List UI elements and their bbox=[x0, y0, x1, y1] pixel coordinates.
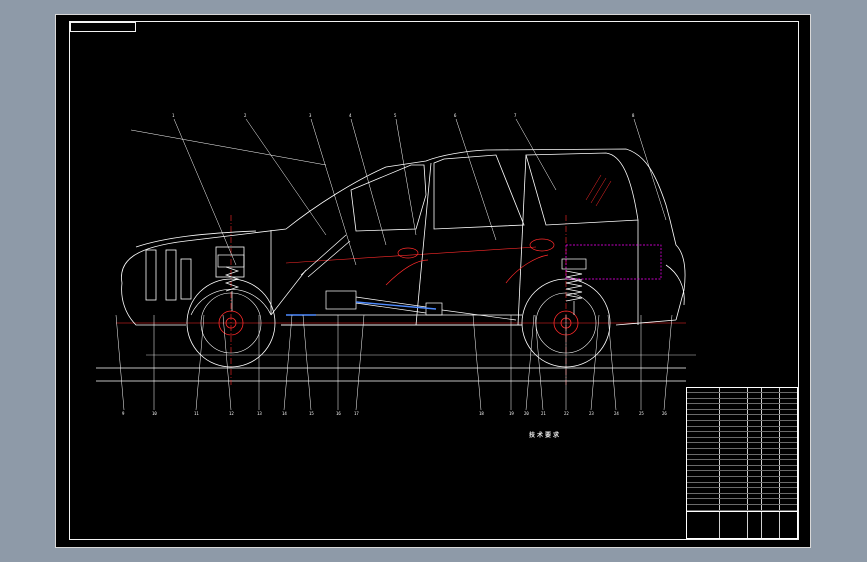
leader-lines bbox=[115, 118, 673, 411]
parts-table-row bbox=[687, 470, 797, 476]
parts-table-row bbox=[687, 504, 797, 510]
parts-table-row bbox=[687, 403, 797, 409]
parts-table-row bbox=[687, 476, 797, 482]
axle-centerline bbox=[116, 215, 686, 385]
parts-table-row bbox=[687, 392, 797, 398]
title-block bbox=[686, 511, 798, 540]
parts-table-row bbox=[687, 459, 797, 465]
leader-line bbox=[663, 314, 673, 411]
frame-rails bbox=[286, 301, 437, 316]
callout-number: 15 bbox=[309, 411, 314, 416]
callout-number: 18 bbox=[479, 411, 484, 416]
leader-line bbox=[607, 314, 617, 411]
callout-number: 16 bbox=[336, 411, 341, 416]
parts-table-row bbox=[687, 498, 797, 504]
parts-table-row bbox=[687, 408, 797, 415]
callout-number: 23 bbox=[589, 411, 594, 416]
leader-line bbox=[130, 129, 327, 166]
callout-number: 26 bbox=[662, 411, 667, 416]
leader-line bbox=[283, 314, 293, 411]
front-wheel bbox=[186, 278, 276, 368]
leader-line bbox=[245, 118, 327, 236]
parts-table-row bbox=[687, 436, 797, 443]
parts-list-table bbox=[686, 387, 798, 539]
callout-number: 14 bbox=[282, 411, 287, 416]
leader-line bbox=[350, 118, 387, 246]
callout-number: 19 bbox=[509, 411, 514, 416]
callout-number: 24 bbox=[614, 411, 619, 416]
leader-line bbox=[395, 118, 417, 236]
callout-number: 22 bbox=[564, 411, 569, 416]
callout-number: 6 bbox=[454, 113, 457, 118]
drivetrain bbox=[270, 234, 517, 321]
callout-number: 7 bbox=[514, 113, 517, 118]
leader-line bbox=[515, 118, 557, 191]
fuel-tank bbox=[565, 244, 662, 280]
leader-line bbox=[173, 118, 237, 266]
leader-line bbox=[115, 314, 125, 411]
seats bbox=[385, 238, 555, 286]
leader-line bbox=[525, 314, 535, 411]
reference-lines bbox=[96, 354, 696, 382]
leader-line bbox=[222, 314, 232, 411]
title-tab bbox=[70, 22, 136, 32]
callout-number: 17 bbox=[354, 411, 359, 416]
leader-line bbox=[355, 314, 365, 411]
front-suspension bbox=[217, 254, 245, 311]
callout-number: 3 bbox=[309, 113, 312, 118]
callout-number: 10 bbox=[152, 411, 157, 416]
vehicle-drawing: 1234567891011121314151617181920212223242… bbox=[96, 113, 696, 416]
callout-number: 12 bbox=[229, 411, 234, 416]
parts-table-row bbox=[687, 448, 797, 454]
parts-table-row bbox=[687, 464, 797, 471]
leader-line bbox=[302, 314, 312, 411]
leader-line bbox=[455, 118, 497, 241]
drawing-border bbox=[69, 21, 799, 540]
leader-line bbox=[590, 314, 600, 411]
parts-table-row bbox=[687, 487, 797, 493]
parts-table-row bbox=[687, 397, 797, 404]
callout-number: 13 bbox=[257, 411, 262, 416]
parts-table-row bbox=[687, 425, 797, 432]
leader-line bbox=[633, 118, 667, 221]
leader-line bbox=[534, 314, 544, 411]
callout-number: 4 bbox=[349, 113, 352, 118]
callout-number: 21 bbox=[541, 411, 546, 416]
car-body bbox=[121, 148, 686, 326]
callout-number: 20 bbox=[524, 411, 529, 416]
callout-number: 25 bbox=[639, 411, 644, 416]
parts-table-row bbox=[687, 414, 797, 420]
callout-number: 2 bbox=[244, 113, 247, 118]
leader-line bbox=[310, 118, 357, 266]
notes-heading: 技术要求 bbox=[528, 432, 561, 439]
callout-number: 11 bbox=[194, 411, 199, 416]
callout-number: 9 bbox=[122, 411, 125, 416]
parts-table-row bbox=[687, 481, 797, 488]
leader-line bbox=[472, 314, 482, 411]
leader-line bbox=[195, 314, 205, 411]
parts-table-row bbox=[687, 442, 797, 448]
parts-table-row bbox=[687, 453, 797, 460]
callout-number: 5 bbox=[394, 113, 397, 118]
technical-notes: 技术要求 bbox=[470, 432, 620, 440]
parts-table-row bbox=[687, 420, 797, 426]
callout-number: 8 bbox=[632, 113, 635, 118]
parts-table-row bbox=[687, 492, 797, 499]
parts-table-row bbox=[687, 509, 797, 516]
callout-number: 1 bbox=[172, 113, 175, 118]
rear-suspension bbox=[561, 258, 587, 315]
rear-window-hatch bbox=[585, 174, 612, 207]
parts-table-row bbox=[687, 431, 797, 437]
